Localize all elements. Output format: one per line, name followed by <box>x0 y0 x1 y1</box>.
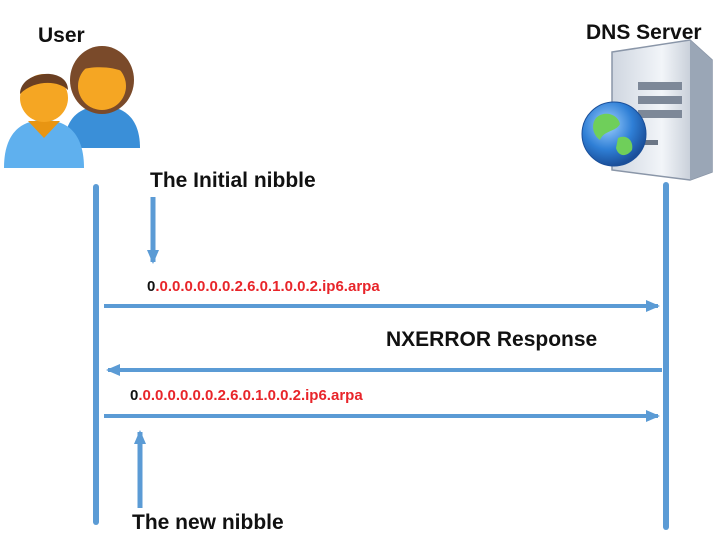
initial-nibble-label: The Initial nibble <box>150 169 316 192</box>
query-2-rest: .0.0.0.0.0.0.2.6.0.1.0.0.2.ip6.arpa <box>138 387 363 404</box>
query-2-prefix: 0 <box>130 387 139 404</box>
server-globe-icon <box>581 39 713 181</box>
new-nibble-label: The new nibble <box>132 511 284 534</box>
users-icon <box>4 46 140 168</box>
query-2-text: 0.0.0.0.0.0.0.2.6.0.1.0.0.2.ip6.arpa <box>130 387 363 404</box>
query-1-prefix: 0 <box>147 278 156 295</box>
query-1-rest: .0.0.0.0.0.0.2.6.0.1.0.0.2.ip6.arpa <box>155 278 380 295</box>
query-1-text: 0.0.0.0.0.0.0.2.6.0.1.0.0.2.ip6.arpa <box>147 278 380 295</box>
user-label: User <box>38 24 85 47</box>
dns-server-label: DNS Server <box>586 21 702 44</box>
nxerror-label: NXERROR Response <box>386 328 598 351</box>
